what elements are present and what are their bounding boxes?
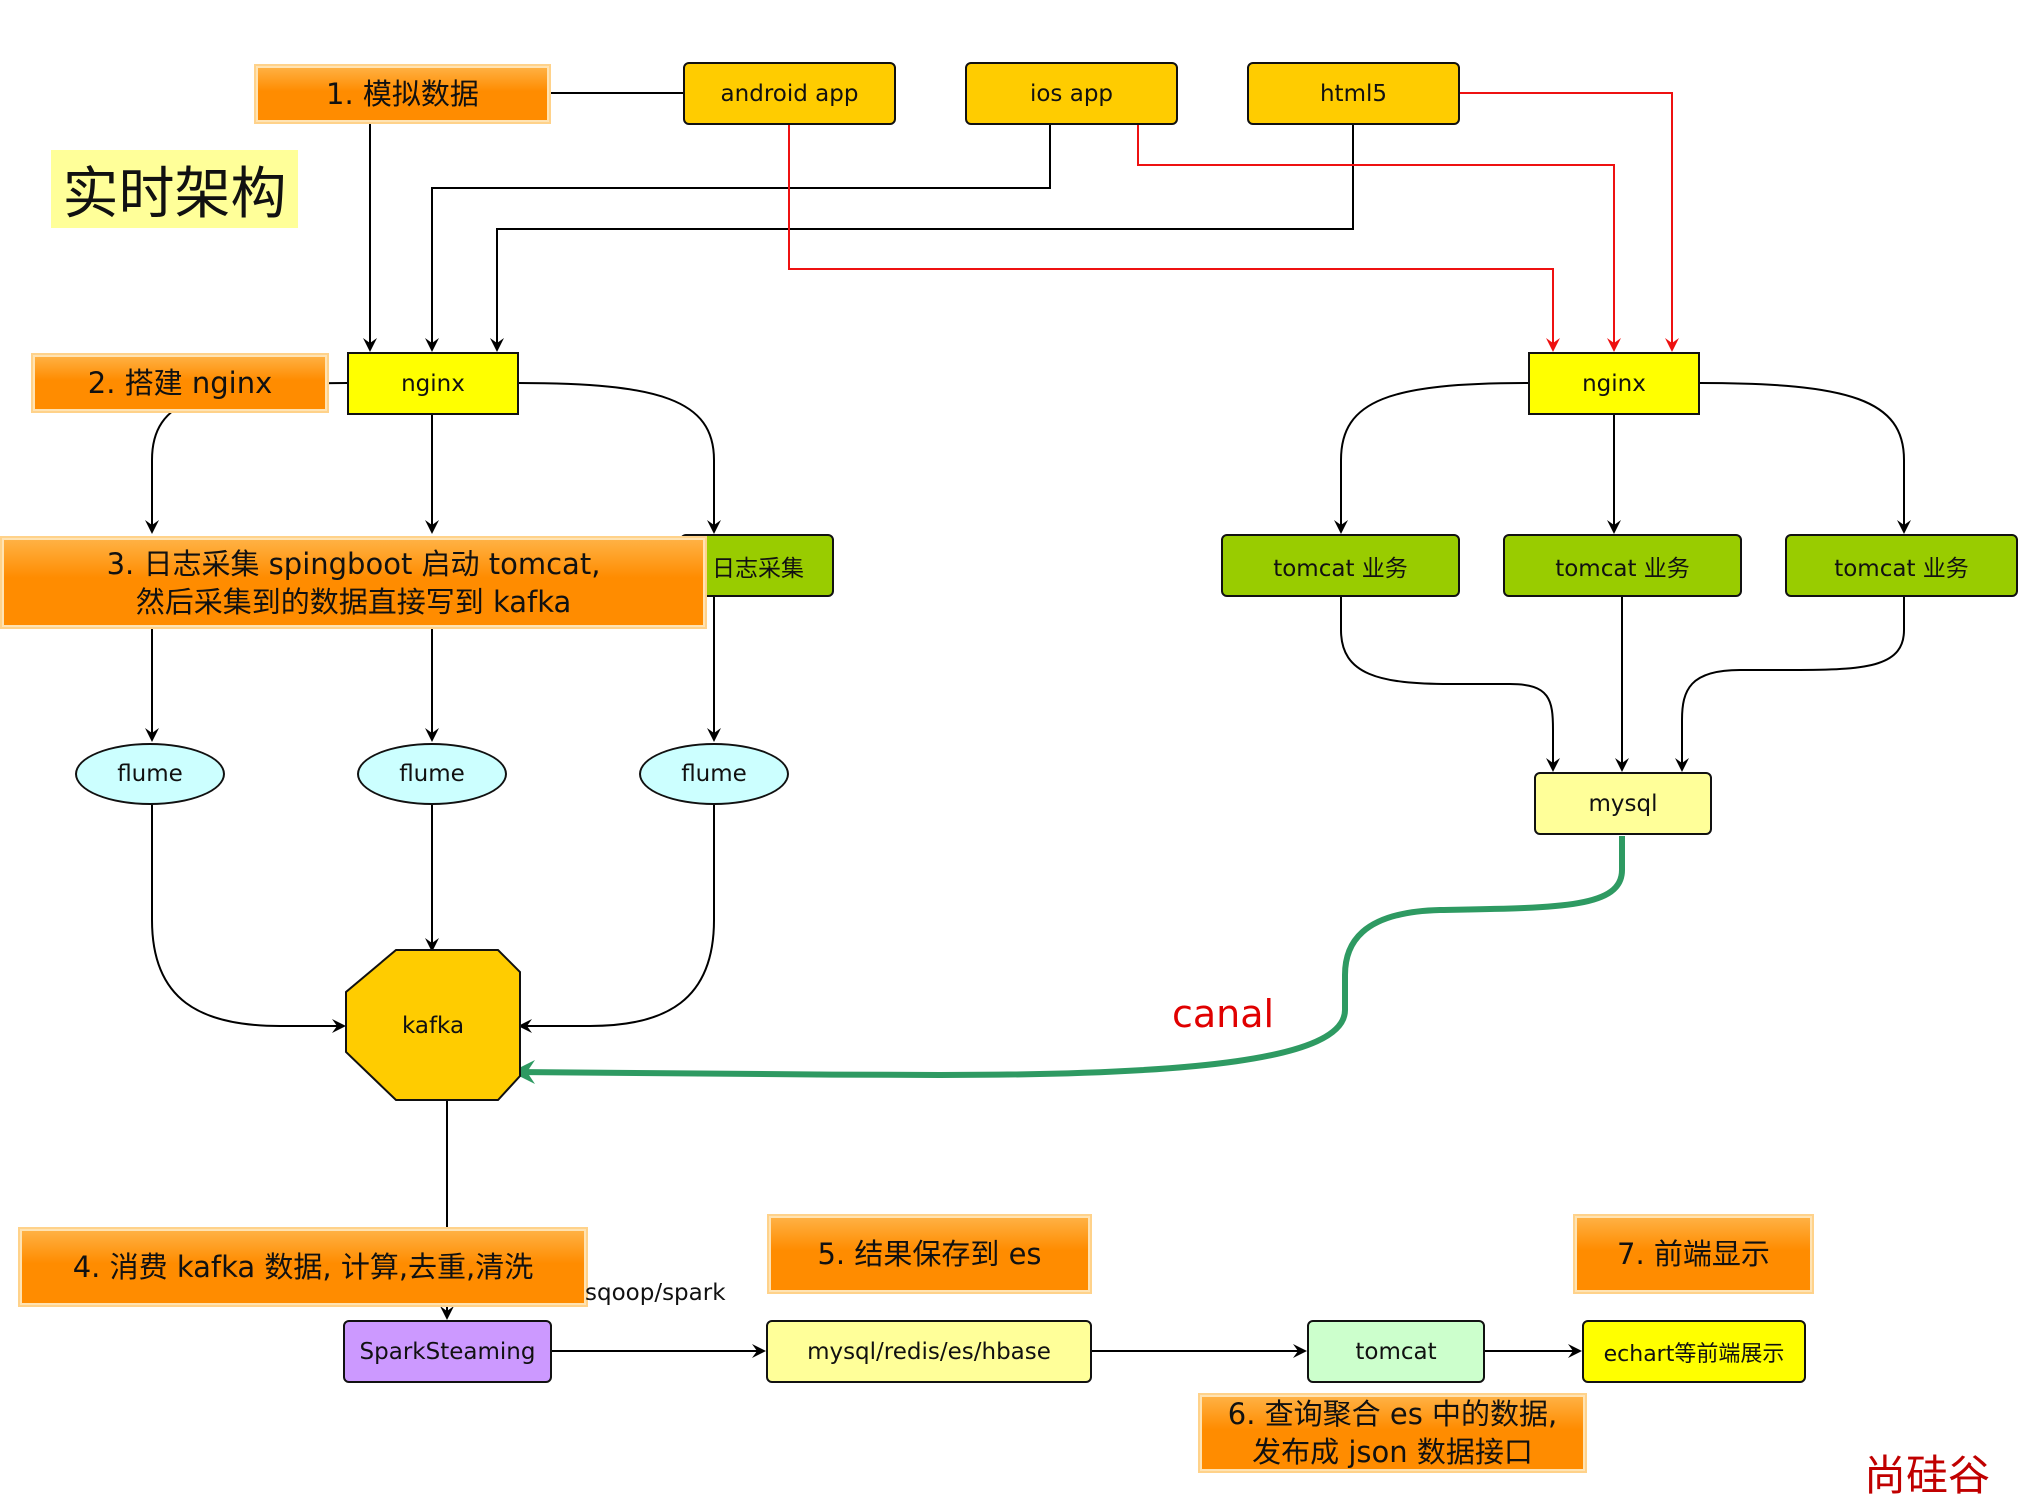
tomcat-biz-node-2: tomcat 业务 [1503,534,1742,597]
edge-html5-to-nginx [490,124,1354,352]
flume-node-3: flume [639,743,789,805]
ios-app-node: ios app [965,62,1178,125]
edge-canal-mysql-to-kafka [511,836,1625,1085]
storage-node: mysql/redis/es/hbase [766,1320,1092,1383]
sqoop-spark-label: sqoop/spark [585,1280,726,1306]
step-6-line-1: 6. 查询聚合 es 中的数据, [1227,1397,1558,1431]
step-4-label: 4. 消费 kafka 数据, 计算,去重,清洗 [18,1227,588,1307]
edge-nginx-right-to-tomcat-3 [1699,382,1911,534]
tomcat-biz-node-3: tomcat 业务 [1785,534,2018,597]
edge-ios-to-nginx [425,124,1051,352]
edge-android-to-nginx-right [788,124,1560,352]
step-3-label: 3. 日志采集 spingboot 启动 tomcat, 然后采集到的数据直接写… [0,536,707,629]
nginx-right-node: nginx [1528,352,1700,415]
step-2-label: 2. 搭建 nginx [31,353,329,413]
kafka-octagon [345,949,521,1101]
html5-node: html5 [1247,62,1460,125]
page-title: 实时架构 [51,150,298,228]
brand-watermark: 尚硅谷 [1864,1451,1991,1500]
step-3-line-1: 3. 日志采集 spingboot 启动 tomcat, [106,546,601,581]
step-6-line-2: 发布成 json 数据接口 [1252,1435,1533,1469]
nginx-left-node: nginx [347,352,519,415]
edge-ios-to-nginx-right [1137,124,1621,352]
step-3-line-2: 然后采集到的数据直接写到 kafka [135,584,572,619]
edge-html5-to-nginx-right [1460,92,1679,352]
canal-label: canal [1172,992,1275,1036]
spark-streaming-node: SparkSteaming [343,1320,552,1383]
edge-flume3-to-kafka [518,804,715,1033]
edge-tomcat3-to-mysql [1675,596,1905,772]
edge-tomcat1-to-mysql [1340,596,1560,772]
android-app-node: android app [683,62,896,125]
step-6-label: 6. 查询聚合 es 中的数据, 发布成 json 数据接口 [1198,1393,1587,1473]
flume-node-2: flume [357,743,507,805]
tomcat-biz-node-1: tomcat 业务 [1221,534,1460,597]
mysql-node: mysql [1534,772,1712,835]
edge-nginx-right-to-tomcat-1 [1334,382,1529,534]
kafka-node: kafka [401,1013,465,1039]
step-5-label: 5. 结果保存到 es [767,1214,1092,1294]
edge-flume1-to-kafka [151,804,346,1033]
flume-node-1: flume [75,743,225,805]
step-1-label: 1. 模拟数据 [254,64,551,124]
echart-node: echart等前端展示 [1582,1320,1806,1383]
step-7-label: 7. 前端显示 [1573,1214,1814,1294]
edge-nginx-to-log-3 [517,382,721,534]
tomcat-node: tomcat [1307,1320,1485,1383]
edge-android-to-nginx [363,92,683,352]
